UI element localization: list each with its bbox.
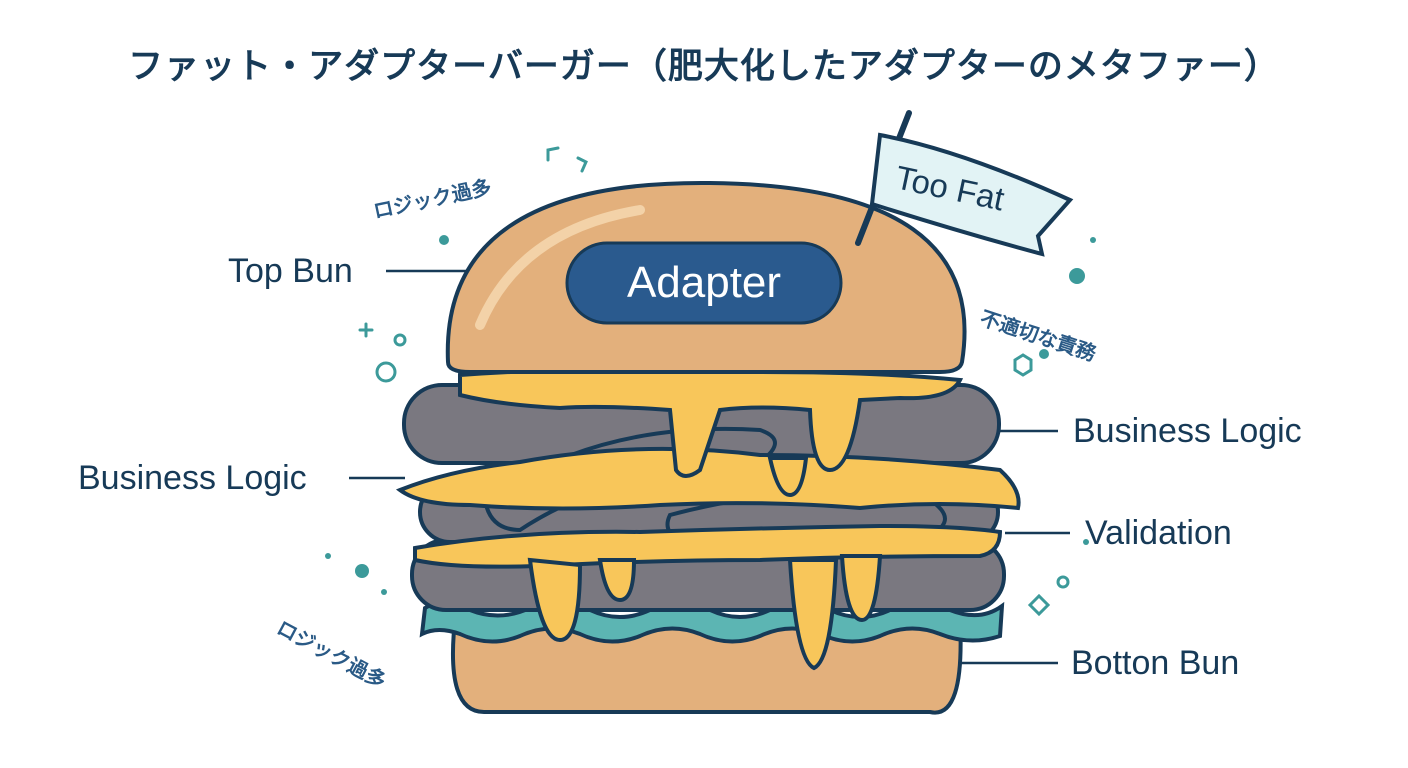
top-bun-highlight xyxy=(475,205,645,330)
label-business-logic-right: Business Logic xyxy=(1073,412,1302,450)
label-bottom-bun: Botton Bun xyxy=(1071,644,1240,682)
adapter-label: Adapter xyxy=(626,258,782,307)
decor-dots xyxy=(325,235,1096,595)
label-top-bun: Top Bun xyxy=(228,252,353,290)
adapter-badge xyxy=(565,241,843,325)
bottom-bun xyxy=(450,618,963,715)
label-business-logic-left: Business Logic xyxy=(78,459,307,497)
flag xyxy=(869,132,1074,257)
label-validation: Validation xyxy=(1085,514,1232,552)
decorations xyxy=(358,146,1070,617)
diagram-title: ファット・アダプターバーガー（肥大化したアダプターのメタファー） xyxy=(128,47,1280,87)
cheese xyxy=(395,367,1021,671)
leader-lines xyxy=(349,269,1070,665)
